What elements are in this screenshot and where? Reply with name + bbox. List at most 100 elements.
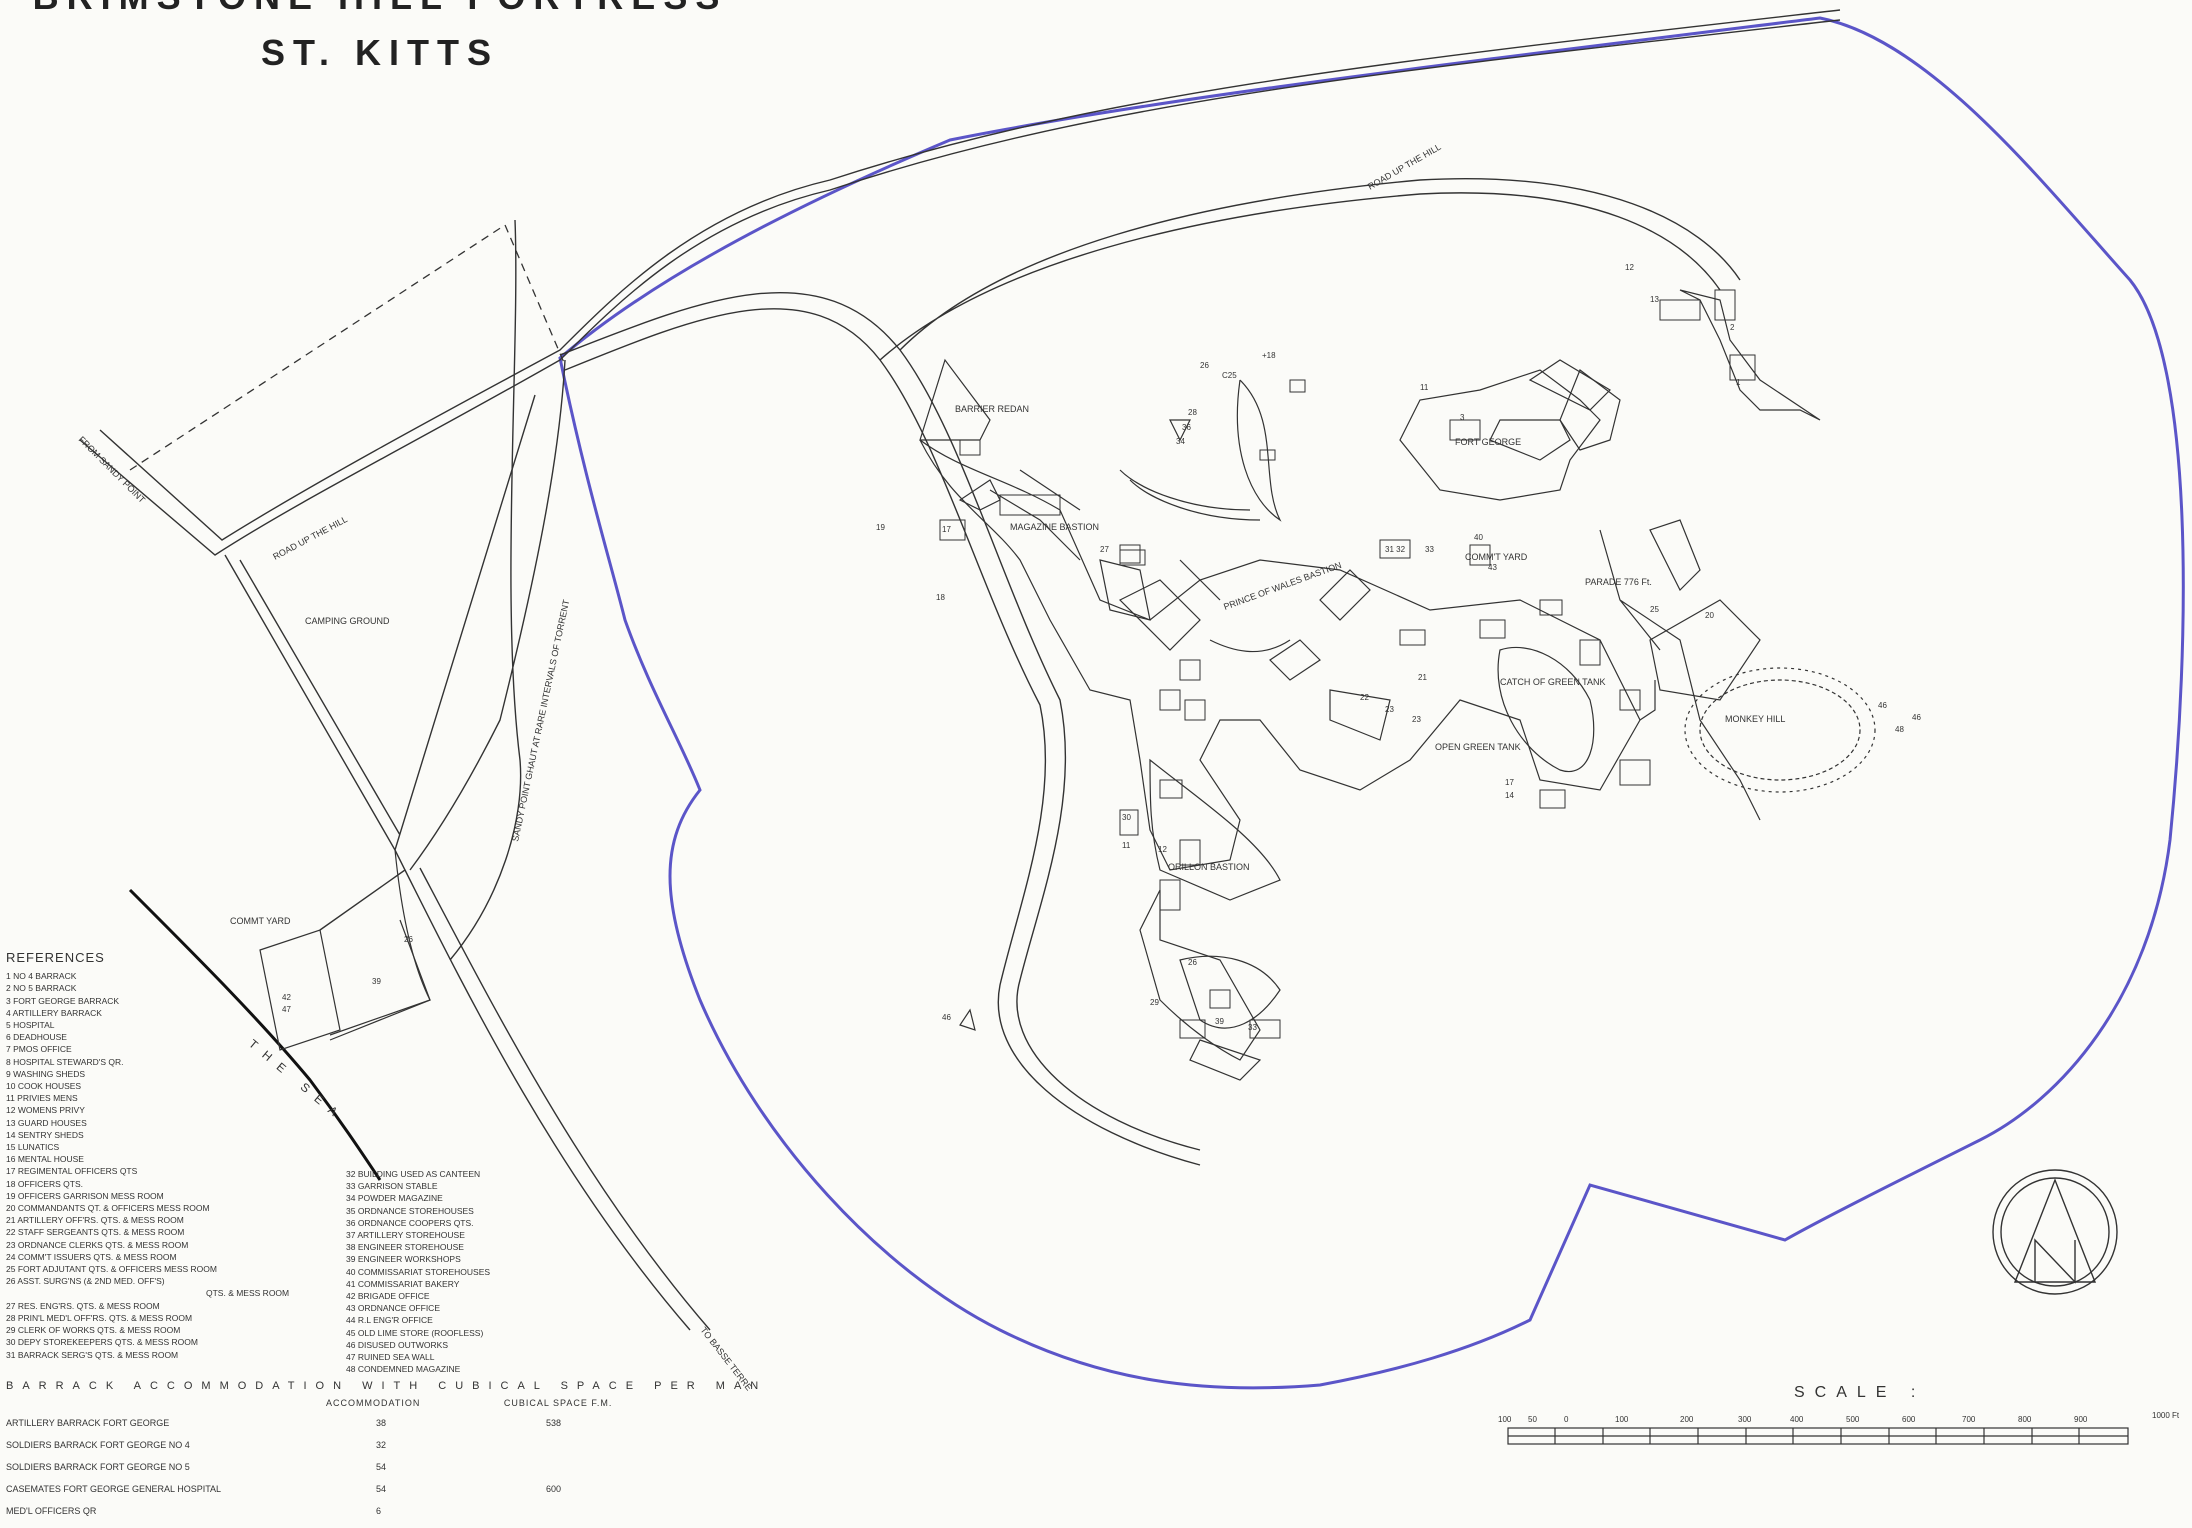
reference-item: 11 PRIVIES MENS — [6, 1093, 78, 1104]
reference-item: 20 COMMANDANTS QT. & OFFICERS MESS ROOM — [6, 1203, 210, 1214]
references-column-2: 32 BUILDING USED AS CANTEEN 33 GARRISON S… — [346, 1168, 490, 1375]
building-number: 39 — [1215, 1017, 1224, 1026]
reference-item: 48 CONDEMNED MAGAZINE — [346, 1364, 461, 1375]
building-number: 17 — [942, 525, 951, 534]
road-left-branch — [329, 849, 431, 1041]
building-number: 26 — [404, 935, 413, 944]
fortress-works — [919, 289, 1876, 1081]
scale-tick: 50 — [1528, 1415, 1537, 1424]
building-number: 29 — [1150, 998, 1159, 1007]
building-blocks — [939, 289, 1756, 1039]
scale-ticks: 100 50 0 100 200 300 400 500 600 700 800… — [1498, 1411, 2180, 1424]
scale-tick: 500 — [1846, 1415, 1860, 1424]
scale-tick: 200 — [1680, 1415, 1694, 1424]
building-number: 26 — [1200, 361, 1209, 370]
reference-item: 32 BUILDING USED AS CANTEEN — [346, 1169, 481, 1179]
building-number: 25 — [1650, 605, 1659, 614]
reference-item: 40 COMMISSARIAT STOREHOUSES — [346, 1266, 491, 1277]
label-fort-george: FORT GEORGE — [1455, 437, 1521, 447]
reference-item: 10 COOK HOUSES — [6, 1081, 82, 1092]
building-number: 43 — [1488, 563, 1497, 572]
building-number: 26 — [1188, 958, 1197, 967]
accommodation-cell-name: MED'L OFFICERS QR — [6, 1506, 97, 1516]
label-open-green-tank: OPEN GREEN TANK — [1435, 742, 1521, 752]
building-number: C25 — [1222, 371, 1237, 380]
building-number: 19 — [876, 523, 885, 532]
building-number: 12 — [1158, 845, 1167, 854]
accommodation-cell-name: SOLDIERS BARRACK FORT GEORGE NO 5 — [6, 1462, 190, 1472]
reference-item: 34 POWDER MAGAZINE — [346, 1193, 443, 1204]
building-number: 40 — [1474, 533, 1483, 542]
building-number: 11 — [1420, 383, 1429, 392]
label-catch-of-green-tank: CATCH OF GREEN TANK — [1500, 677, 1606, 687]
map-subtitle: ST. KITTS — [260, 32, 499, 73]
building-number: 1 — [1736, 378, 1741, 387]
scale-tick: 600 — [1902, 1415, 1916, 1424]
accommodation-cell-accommodation: 54 — [376, 1484, 387, 1494]
accommodation-row: SOLDIERS BARRACK FORT GEORGE NO 5 54 — [6, 1462, 767, 1484]
reference-item: 8 HOSPITAL STEWARD'S QR. — [6, 1056, 124, 1067]
reference-item: 16 MENTAL HOUSE — [6, 1154, 84, 1165]
reference-item: 33 GARRISON STABLE — [346, 1181, 438, 1192]
reference-item: 25 FORT ADJUTANT QTS. & OFFICERS MESS RO… — [6, 1264, 217, 1275]
reference-item: 21 ARTILLERY OFF'RS. QTS. & MESS ROOM — [6, 1215, 184, 1226]
label-from-sandy-point: FROM SANDY POINT — [77, 434, 148, 505]
accommodation-cell-accommodation: 54 — [376, 1462, 387, 1472]
building-number: 36 — [1182, 423, 1191, 432]
reference-item: 1 NO 4 BARRACK — [6, 971, 77, 982]
building-number: 46 — [942, 1013, 951, 1022]
building-number: 46 — [1912, 713, 1921, 722]
building-number: 33 — [1248, 1023, 1257, 1032]
reference-item: 41 COMMISSARIAT BAKERY — [346, 1278, 460, 1289]
label-monkey-hill: MONKEY HILL — [1725, 714, 1785, 724]
label-camping-ground: CAMPING GROUND — [305, 616, 390, 626]
road-to-basseterre — [404, 867, 711, 1331]
reference-item: 42 BRIGADE OFFICE — [346, 1291, 430, 1302]
building-number: 22 — [1360, 693, 1369, 702]
references-heading: REFERENCES — [6, 950, 105, 965]
accommodation-cell-name: SOLDIERS BARRACK FORT GEORGE NO 4 — [6, 1440, 190, 1450]
accommodation-cell-name: CASEMATES FORT GEORGE GENERAL HOSPITAL — [6, 1484, 222, 1494]
reference-item: 4 ARTILLERY BARRACK — [6, 1007, 102, 1018]
accommodation-cell-name: ARTILLERY BARRACK FORT GEORGE — [6, 1418, 170, 1428]
road-up-hill-inner — [559, 178, 1741, 1166]
building-number: 34 — [1176, 437, 1185, 446]
accommodation-row: CASEMATES FORT GEORGE GENERAL HOSPITAL 54… — [6, 1484, 767, 1506]
building-number: 20 — [1705, 611, 1714, 620]
label-road-up-hill-left: ROAD UP THE HILL — [271, 514, 349, 562]
reference-item: 24 COMM'T ISSUERS QTS. & MESS ROOM — [6, 1251, 177, 1262]
reference-item: 12 WOMENS PRIVY — [6, 1105, 85, 1116]
scale-tick: 700 — [1962, 1415, 1976, 1424]
reference-item: 39 ENGINEER WORKSHOPS — [346, 1254, 461, 1265]
reference-item: QTS. & MESS ROOM — [206, 1288, 290, 1299]
reference-item: 26 ASST. SURG'NS (& 2nd MED. OFF'S) — [6, 1276, 165, 1287]
accommodation-columns: ACCOMMODATION CUBICAL SPACE F.M. — [326, 1398, 767, 1408]
road-from-sandy-point-2 — [99, 9, 1841, 541]
reference-item: 7 PMOS OFFICE — [6, 1044, 72, 1055]
reference-item: 28 PRIN'L MED'L OFF'RS. QTS. & MESS ROOM — [6, 1312, 193, 1323]
label-orillon-bastion: ORILLON BASTION — [1168, 862, 1250, 872]
reference-item: 14 SENTRY SHEDS — [6, 1129, 84, 1140]
scale-tick: 100 — [1615, 1415, 1629, 1424]
building-number: 27 — [1100, 545, 1109, 554]
reference-item: 19 OFFICERS GARRISON MESS ROOM — [6, 1190, 164, 1201]
building-number: 46 — [1878, 701, 1887, 710]
reference-item: 30 DEPY STOREKEEPERS QTS. & MESS ROOM — [6, 1337, 198, 1348]
building-number: 12 — [1625, 263, 1634, 272]
label-commt-yard: COMMT YARD — [230, 916, 291, 926]
reference-item: 17 REGIMENTAL OFFICERS QTS — [6, 1166, 138, 1177]
reference-item: 27 RES. ENG'RS. QTS. & MESS ROOM — [6, 1300, 160, 1311]
scale-bar — [1507, 1427, 2129, 1445]
map-title: BRIMSTONE HILL FORTRESS — [0, 0, 760, 18]
building-number: 23 — [1385, 705, 1394, 714]
reference-item: 13 GUARD HOUSES — [6, 1117, 87, 1128]
reference-item: 43 ORDNANCE OFFICE — [346, 1303, 440, 1314]
col-accommodation: ACCOMMODATION — [326, 1398, 421, 1408]
building-number: 23 — [1412, 715, 1421, 724]
label-barrier-redan: BARRIER REDAN — [955, 404, 1029, 414]
